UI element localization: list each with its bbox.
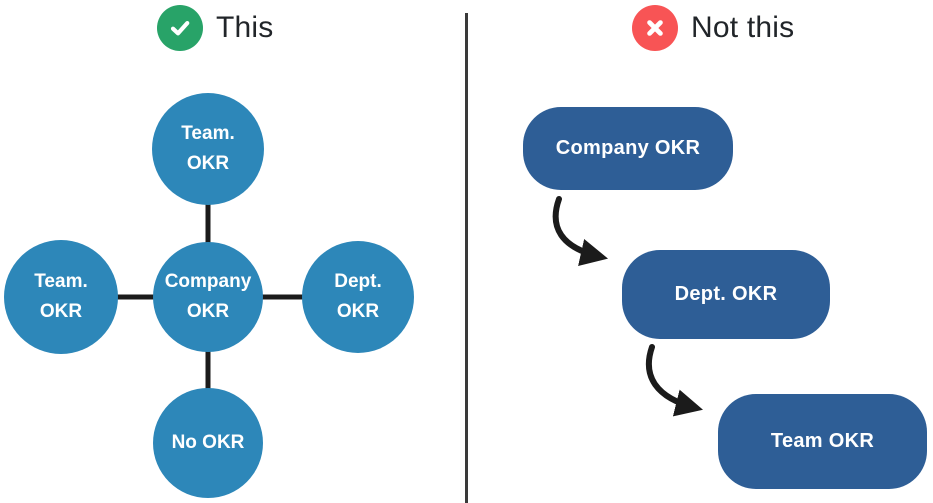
left-panel-title: This [216,11,274,44]
node-no-okr: No OKR [153,388,263,498]
node-team-okr-top: Team. OKR [152,93,264,205]
right-panel-header: Not this [632,5,794,51]
node-company-okr-hub: Company OKR [153,242,263,352]
dept-to-team-arrow [645,344,703,417]
node-team-okr-left: Team. OKR [4,240,118,354]
company-to-dept-arrow [552,196,609,266]
check-circle-icon [157,5,203,51]
x-circle-icon [632,5,678,51]
node-company-okr-cascade: Company OKR [523,107,733,190]
vertical-divider [465,13,468,503]
node-dept-okr-cascade: Dept. OKR [622,250,830,339]
right-panel-title: Not this [691,11,795,44]
left-panel-header: This [157,5,273,51]
node-team-okr-cascade: Team OKR [718,394,927,489]
node-dept-okr: Dept. OKR [302,241,414,353]
